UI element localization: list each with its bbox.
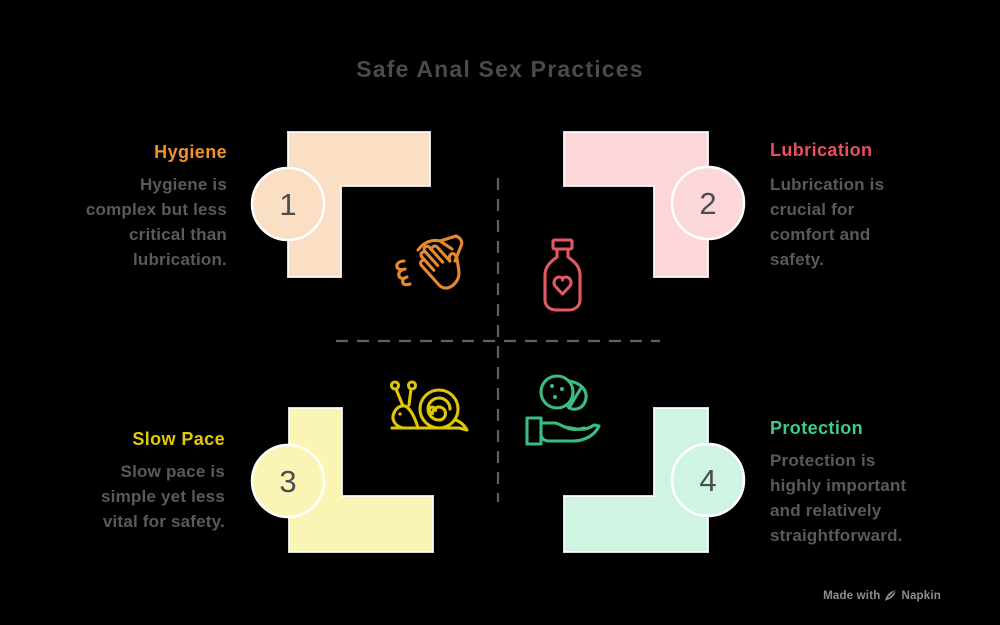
protection-number: 4 bbox=[699, 463, 716, 498]
protection-label: Protection bbox=[770, 418, 864, 438]
protection-description: Protection is highly important and relat… bbox=[770, 451, 907, 545]
lubrication-number-badge: 2 bbox=[670, 165, 746, 241]
snail-icon bbox=[389, 380, 469, 432]
slow-pace-block bbox=[288, 407, 434, 553]
slow-pace-number-badge: 3 bbox=[250, 443, 326, 519]
protection-number-badge: 4 bbox=[670, 442, 746, 518]
lubrication-description: Lubrication is crucial for comfort and s… bbox=[770, 175, 885, 269]
watermark-brand-text: Napkin bbox=[901, 589, 941, 602]
hygiene-label: Hygiene bbox=[154, 142, 227, 162]
hygiene-number: 1 bbox=[279, 187, 296, 222]
hygiene-block bbox=[287, 131, 431, 278]
watermark-made-with-text: Made with bbox=[823, 589, 881, 602]
lubrication-label: Lubrication bbox=[770, 140, 873, 160]
pen-nib-icon bbox=[885, 590, 897, 601]
lubrication-number: 2 bbox=[699, 186, 716, 221]
hygiene-number-badge: 1 bbox=[250, 166, 326, 242]
protection-block bbox=[563, 407, 709, 553]
watermark: Made with Napkin bbox=[823, 589, 941, 602]
hygiene-description: Hygiene is complex but less critical tha… bbox=[85, 175, 227, 269]
lubricant-bottle-icon bbox=[543, 238, 582, 312]
slow-pace-number: 3 bbox=[279, 464, 296, 499]
lubrication-block bbox=[563, 131, 709, 278]
slow-pace-label: Slow Pace bbox=[132, 429, 225, 449]
handwashing-icon bbox=[395, 234, 464, 290]
slow-pace-description: Slow pace is simple yet less vital for s… bbox=[101, 462, 225, 531]
page-title: Safe Anal Sex Practices bbox=[356, 56, 644, 82]
condom-hand-icon bbox=[525, 374, 601, 446]
